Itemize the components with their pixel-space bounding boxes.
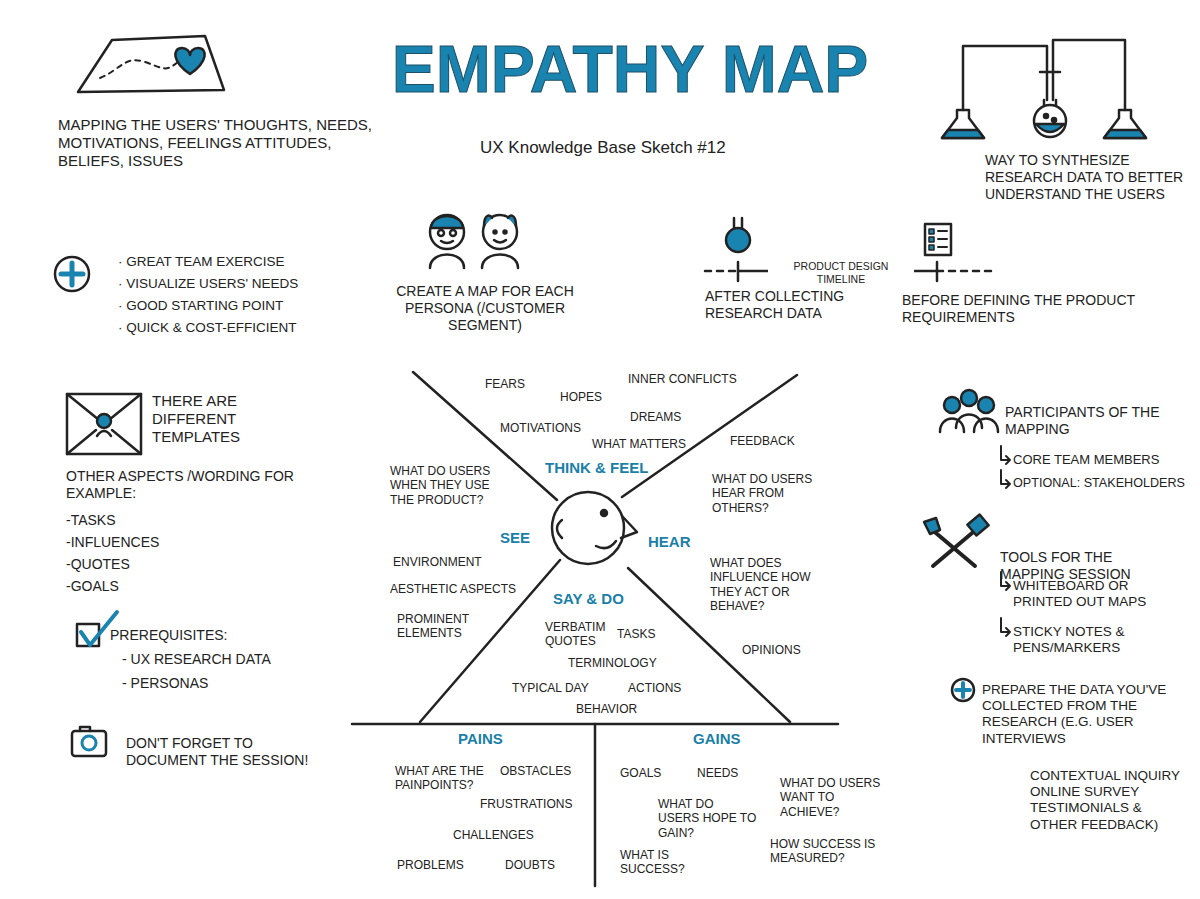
note-text: PARTICIPANTS OF THE MAPPING: [1005, 404, 1175, 438]
note-text: WHAT MATTERS: [592, 437, 686, 451]
note-text: CONTEXTUAL INQUIRY ONLINE SURVEY TESTIMO…: [1030, 768, 1190, 833]
plus-icon: [55, 257, 89, 291]
note-text: WHAT ARE THE PAINPOINTS?: [395, 764, 495, 793]
user-head: [552, 492, 637, 564]
note-text: CREATE A MAP FOR EACH PERSONA (/CUSTOMER…: [388, 283, 582, 333]
participants-icon: [940, 390, 998, 432]
quadrant-heading: THINK & FEEL: [545, 459, 648, 477]
note-text: · QUICK & COST-EFFICIENT: [118, 320, 378, 336]
note-text: VERBATIM QUOTES: [545, 620, 623, 649]
template-icon: [67, 394, 141, 454]
note-text: FRUSTRATIONS: [480, 797, 572, 811]
note-text: DREAMS: [630, 410, 681, 424]
note-text: PROBLEMS: [397, 858, 464, 872]
note-text: WHAT DO USERS HOPE TO GAIN?: [658, 797, 758, 840]
note-text: TOOLS FOR THE MAPPING SESSION: [1000, 549, 1175, 583]
note-text: AFTER COLLECTING RESEARCH DATA: [705, 288, 855, 322]
note-text: HOW SUCCESS IS MEASURED?: [770, 837, 882, 866]
note-text: · VISUALIZE USERS' NEEDS: [118, 276, 378, 292]
note-text: TASKS: [617, 627, 655, 641]
note-text: ACTIONS: [628, 681, 681, 695]
sub-item-arrows: [1001, 446, 1010, 636]
note-text: FEARS: [485, 377, 525, 391]
note-text: MAPPING THE USERS' THOUGHTS, NEEDS, MOTI…: [58, 116, 378, 170]
note-text: GOALS: [620, 766, 661, 780]
note-text: · GREAT TEAM EXERCISE: [118, 254, 378, 270]
note-text: THERE ARE DIFFERENT TEMPLATES: [152, 392, 282, 446]
diagram-title: EMPATHY MAP: [360, 36, 900, 102]
quadrant-heading: PAINS: [458, 730, 503, 748]
note-text: WHAT DOES INFLUENCE HOW THEY ACT OR BEHA…: [710, 556, 822, 614]
note-text: WHAT DO USERS WHEN THEY USE THE PRODUCT?: [390, 464, 502, 507]
quadrant-heading: HEAR: [648, 533, 691, 551]
note-text: HOPES: [560, 390, 602, 404]
note-text: STICKY NOTES & PENS/MARKERS: [1013, 624, 1188, 656]
note-text: PROMINENT ELEMENTS: [397, 612, 489, 641]
note-text: WHAT IS SUCCESS?: [620, 848, 702, 877]
note-text: WHAT DO USERS HEAR FROM OTHERS?: [712, 472, 824, 515]
note-text: NEEDS: [697, 766, 738, 780]
note-text: BEHAVIOR: [576, 702, 637, 716]
note-text: - UX RESEARCH DATA: [122, 651, 271, 668]
note-text: -QUOTES: [66, 556, 130, 573]
note-text: ENVIRONMENT: [393, 555, 482, 569]
note-text: OPINIONS: [742, 643, 801, 657]
persona-icon: [430, 215, 518, 268]
note-text: PRODUCT DESIGN TIMELINE: [768, 260, 914, 285]
note-text: INNER CONFLICTS: [628, 372, 737, 386]
note-text: -TASKS: [66, 512, 116, 529]
note-text: OPTIONAL: STAKEHOLDERS: [1013, 476, 1185, 491]
note-text: CORE TEAM MEMBERS: [1013, 452, 1159, 468]
note-text: FEEDBACK: [730, 434, 795, 448]
note-text: PREPARE THE DATA YOU'VE COLLECTED FROM T…: [982, 682, 1190, 747]
camera-icon: [72, 727, 106, 756]
note-text: TERMINOLOGY: [568, 656, 657, 670]
empathy-map-frame: [352, 372, 838, 886]
tools-icon: [924, 514, 989, 566]
note-text: · GOOD STARTING POINT: [118, 298, 378, 314]
note-text: WAY TO SYNTHESIZE RESEARCH DATA TO BETTE…: [985, 152, 1190, 202]
quadrant-heading: SEE: [500, 529, 530, 547]
plus-icon: [952, 679, 974, 701]
note-text: WHAT DO USERS WANT TO ACHIEVE?: [780, 776, 895, 819]
note-text: - PERSONAS: [122, 675, 208, 692]
note-text: DOUBTS: [505, 858, 555, 872]
map-icon: [78, 36, 224, 92]
note-text: -GOALS: [66, 578, 119, 595]
note-text: OBSTACLES: [500, 764, 571, 778]
quadrant-heading: GAINS: [693, 730, 741, 748]
note-text: -INFLUENCES: [66, 534, 159, 551]
note-text: WHITEBOARD OR PRINTED OUT MAPS: [1013, 578, 1188, 610]
note-text: TYPICAL DAY: [512, 681, 589, 695]
note-text: MOTIVATIONS: [500, 421, 581, 435]
lab-flasks-icon: [942, 40, 1146, 138]
note-text: BEFORE DEFINING THE PRODUCT REQUIREMENTS: [902, 292, 1182, 326]
note-text: UX Knowledge Base Sketch #12: [480, 138, 780, 158]
note-text: CHALLENGES: [453, 828, 534, 842]
note-text: AESTHETIC ASPECTS: [390, 582, 516, 596]
note-text: OTHER ASPECTS /WORDING FOR EXAMPLE:: [66, 468, 306, 502]
note-text: PREREQUISITES:: [110, 627, 227, 644]
note-text: DON'T FORGET TO DOCUMENT THE SESSION!: [126, 735, 326, 769]
quadrant-heading: SAY & DO: [553, 590, 624, 608]
